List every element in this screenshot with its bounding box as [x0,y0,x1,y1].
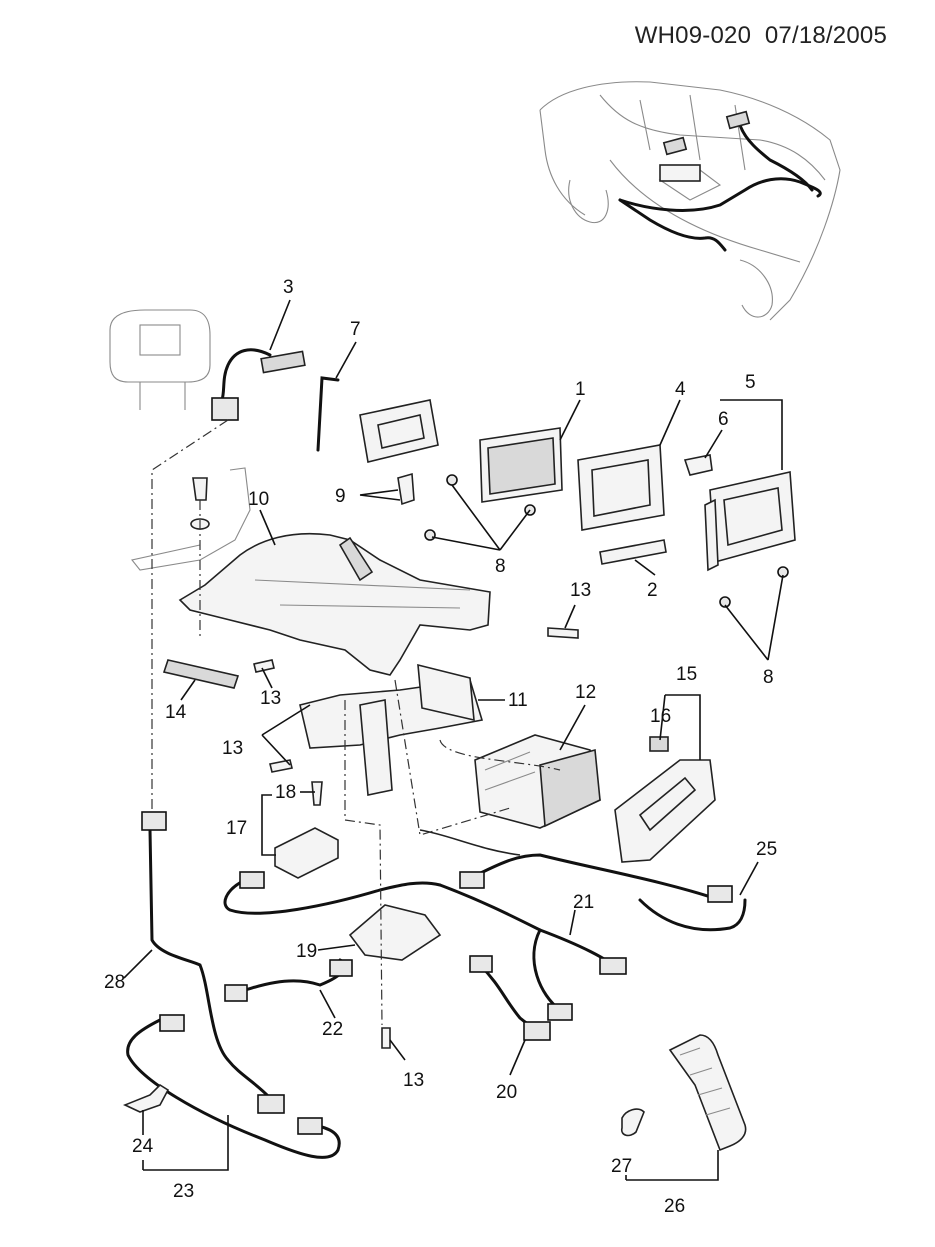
callout-1: 1 [575,379,586,400]
callout-22: 22 [322,1019,343,1040]
leader-lines [123,299,784,1181]
part-5-rear-frame [704,471,796,572]
callout-8a: 8 [495,556,506,577]
part-9-clip [397,472,415,506]
callout-10: 10 [248,489,269,510]
callout-28: 28 [104,972,125,993]
diagram-code-header: WH09-020 07/18/2005 [635,22,887,50]
callout-19: 19 [296,941,317,962]
callout-4: 4 [675,379,686,400]
part-4-frame [577,444,665,531]
callout-13b: 13 [260,688,281,709]
callout-8b: 8 [763,667,774,688]
part-7-rod [316,376,340,452]
callout-12: 12 [575,682,596,703]
callout-23: 23 [173,1181,194,1202]
wire-harnesses [126,828,747,1159]
part-3-cable [211,348,306,421]
callout-9: 9 [335,486,346,507]
callout-16: 16 [650,706,671,727]
part-9-bracket [359,399,439,463]
callout-20: 20 [496,1082,517,1103]
callout-13a: 13 [570,580,591,601]
callout-27: 27 [611,1156,632,1177]
part-2-switch [599,539,667,565]
part-6-clip [683,454,713,476]
part-16-clip [649,736,669,752]
callout-13c: 13 [222,738,243,759]
callout-11: 11 [508,690,528,711]
callout-3: 3 [283,277,294,298]
harness-connectors [141,811,733,1135]
part-12-dvd-player [474,734,601,829]
callout-18: 18 [275,782,296,803]
part-13-bolts [253,627,579,1049]
part-26-remote [668,1034,747,1152]
callout-25: 25 [756,839,777,860]
diagram-date: 07/18/2005 [764,22,887,49]
part-10-console [178,532,491,676]
vehicle-overview [539,81,841,321]
callout-15: 15 [676,664,697,685]
part-27-battery [620,1108,645,1137]
part-17-module [274,781,339,879]
callouts: 3 7 1 4 5 6 9 10 8 13 2 8 15 13 11 12 14… [104,277,777,1217]
callout-13d: 13 [403,1070,424,1091]
callout-21: 21 [573,892,594,913]
callout-26: 26 [664,1196,685,1217]
part-1-display [479,427,563,503]
part-14-strip [162,659,240,689]
diagram-code: WH09-020 [634,22,752,49]
callout-17: 17 [226,818,247,839]
callout-14: 14 [165,702,187,723]
part-24-clip [122,1083,170,1113]
callout-5: 5 [745,372,756,393]
part-19-module [348,904,442,961]
callout-6: 6 [718,409,729,430]
callout-2: 2 [647,580,658,601]
alignment-lines [151,419,561,1026]
part-11-bracket [299,663,484,796]
callout-24: 24 [132,1136,154,1157]
headrest [109,309,211,410]
part-15-bezel [614,759,716,863]
callout-7: 7 [350,319,361,340]
bolt-washer [131,467,251,571]
